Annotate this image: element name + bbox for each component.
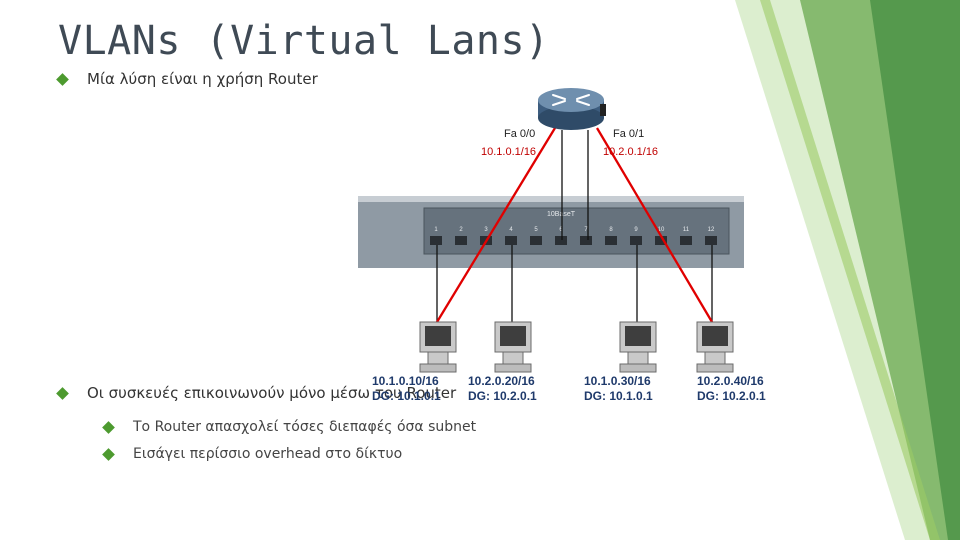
switch: 1 2 3 4 5 6 7 8 9 10 11 12 10BaseT (358, 196, 744, 268)
bullet-text: Μία λύση είναι η χρήση Router (87, 70, 318, 88)
port-number-label: 1 (434, 227, 438, 233)
router-port-name: Fa 0/0 (504, 128, 536, 140)
port-number-label: 6 (559, 227, 563, 233)
pc-gateway: DG: 10.2.0.1 (468, 389, 537, 403)
port-number-label: 8 (609, 227, 613, 233)
sub-bullet-text: Εισάγει περίσσιο overhead στο δίκτυο (133, 446, 403, 462)
pc-label: 10.2.0.40/16 DG: 10.2.0.1 (697, 374, 766, 404)
diamond-bullet-icon (102, 420, 115, 434)
pc-ip: 10.2.0.40/16 (697, 374, 764, 388)
router-icon (538, 88, 606, 130)
port-number-label: 3 (484, 227, 488, 233)
sub-bullet-text: Το Router απασχολεί τόσες διεπαφές όσα s… (133, 419, 477, 435)
port-number-label: 2 (459, 227, 463, 233)
switch-port-numbers: 1 2 3 4 5 6 7 8 9 10 11 12 (434, 227, 715, 233)
port-number-label: 12 (708, 227, 715, 233)
router-links (436, 127, 713, 323)
bullet-item: Μία λύση είναι η χρήση Router (56, 70, 318, 88)
pc-gateway: DG: 10.1.0.1 (372, 389, 441, 403)
pc-label: 10.1.0.30/16 DG: 10.1.0.1 (584, 374, 653, 404)
pc-ip: 10.1.0.30/16 (584, 374, 651, 388)
port-number-label: 10 (658, 227, 665, 233)
port-number-label: 4 (509, 227, 513, 233)
pc-label: 10.2.0.20/16 DG: 10.2.0.1 (468, 374, 537, 404)
slide-title: VLANs (Virtual Lans) (58, 18, 550, 64)
port-number-label: 5 (534, 227, 538, 233)
bullet-item: Οι συσκευές επικοινωνούν μόνο μέσω του R… (56, 384, 457, 402)
pc-icon (619, 321, 657, 373)
pc-label: 10.1.0.10/16 DG: 10.1.0.1 (372, 374, 441, 404)
router-port-name: Fa 0/1 (613, 128, 645, 140)
pc-gateway: DG: 10.1.0.1 (584, 389, 653, 403)
pc-icon (419, 321, 457, 373)
router-port-ip: 10.1.0.1/16 (481, 146, 537, 158)
port-number-label: 7 (584, 227, 588, 233)
bullet-text: Οι συσκευές επικοινωνούν μόνο μέσω του R… (87, 384, 457, 402)
pc-icon (494, 321, 532, 373)
diamond-bullet-icon (102, 447, 115, 461)
diamond-bullet-icon (56, 386, 69, 400)
cables (436, 130, 713, 322)
pc-ip: 10.1.0.10/16 (372, 374, 439, 388)
pc-ip: 10.2.0.20/16 (468, 374, 535, 388)
port-number-label: 9 (634, 227, 638, 233)
router-port-ip: 10.2.0.1/16 (603, 146, 659, 158)
pc-icon (696, 321, 734, 373)
sub-bullet-item: Το Router απασχολεί τόσες διεπαφές όσα s… (102, 419, 477, 435)
sub-bullet-item: Εισάγει περίσσιο overhead στο δίκτυο (102, 446, 403, 462)
pc-gateway: DG: 10.2.0.1 (697, 389, 766, 403)
port-number-label: 11 (683, 227, 690, 233)
